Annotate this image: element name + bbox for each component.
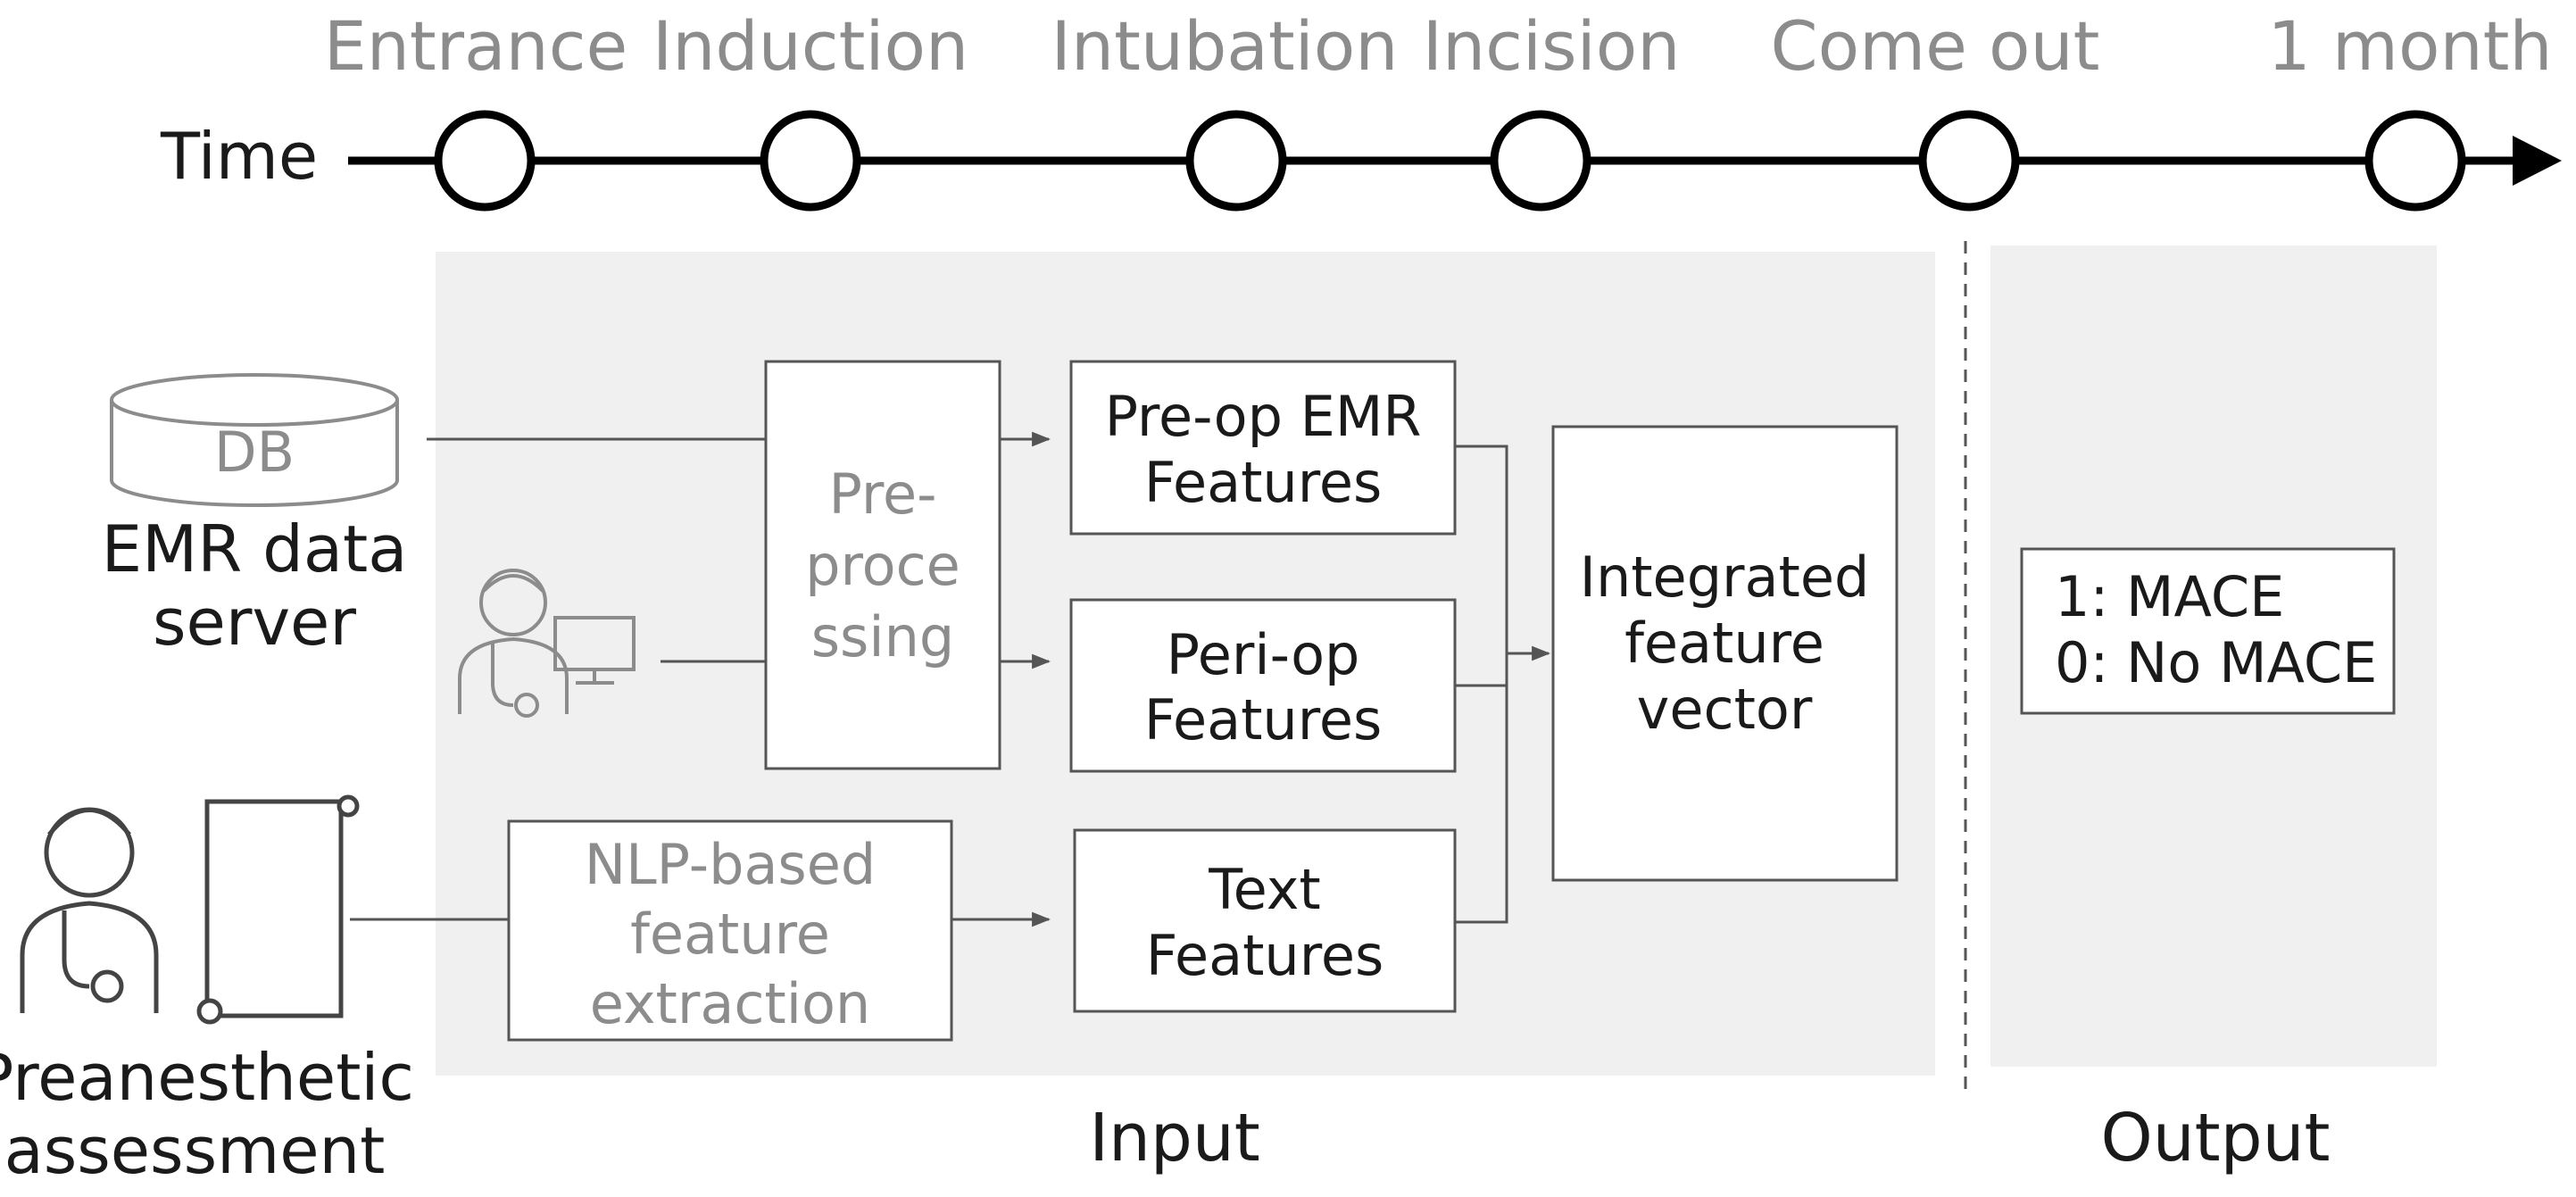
preprocessing-label-line2: proce [805,533,960,598]
periop-label-line1: Peri-op [1167,622,1360,687]
text-features-label-line2: Features [1146,923,1384,988]
integrated-label-line3: vector [1637,677,1813,742]
stage-label: Induction [652,6,968,86]
output-line1: 1: MACE [2055,564,2284,629]
nlp-label-line3: extraction [590,971,870,1036]
time-label: Time [160,119,318,194]
timeline-stage-induction: Induction [652,6,968,212]
text-features-label-line1: Text [1208,857,1320,922]
timeline: Time Entrance Induction Intubation Incis… [160,6,2562,212]
stage-label: Intubation [1051,6,1399,86]
preprocessing-box: Pre- proce ssing [764,360,1001,770]
preanesthetic-assessment: Preanesthetic assessment [0,794,414,1188]
emr-data-server: DB EMR data server [102,373,408,660]
nlp-extraction-box: NLP-based feature extraction [507,819,953,1042]
timeline-stage-1-month: 1 month [2267,6,2553,212]
stage-marker [760,110,861,212]
integrated-label-line2: feature [1625,611,1824,676]
integrated-feature-vector-box: Integrated feature vector [1551,425,1899,882]
doctor-computer-icon [458,569,636,718]
timeline-stage-entrance: Entrance [324,6,628,212]
input-section-label: Input [1089,1100,1260,1176]
database-icon [110,373,399,507]
emr-server-label-line1: EMR data [102,511,408,586]
text-features-box: Text Features [1073,828,1457,1013]
preop-features-box: Pre-op EMR Features [1069,360,1457,536]
document-scroll-icon [196,794,360,1025]
periop-features-box: Peri-op Features [1069,598,1457,773]
stage-marker [1490,110,1591,212]
preop-label-line1: Pre-op EMR [1105,384,1422,449]
timeline-stage-intubation: Intubation [1051,6,1399,212]
stage-marker [1918,110,2020,212]
stage-marker [1185,110,1287,212]
doctor-icon [20,807,159,1013]
stage-label: Incision [1423,6,1681,86]
stage-marker [434,110,536,212]
connectors [350,431,1551,927]
nlp-label-line1: NLP-based [585,832,876,897]
stage-label: Come out [1771,6,2100,86]
output-section-label: Output [2100,1100,2330,1176]
output-box: 1: MACE 0: No MACE [2020,547,2396,715]
preanesthetic-label-line2: assessment [4,1113,386,1188]
periop-label-line2: Features [1144,687,1383,752]
stage-label: Entrance [324,6,628,86]
output-line2: 0: No MACE [2055,630,2377,695]
preop-label-line2: Features [1144,450,1383,515]
timeline-stage-come-out: Come out [1771,6,2100,212]
integrated-label-line1: Integrated [1580,544,1870,610]
preprocessing-label-line3: ssing [811,604,954,669]
preanesthetic-label-line1: Preanesthetic [0,1040,414,1115]
text-to-merge-line [1455,653,1508,924]
db-label: DB [214,420,295,485]
preop-to-merge-line [1455,445,1508,653]
time-axis-arrowhead [2513,136,2562,186]
emr-server-label-line2: server [153,585,356,660]
nlp-label-line2: feature [630,902,830,967]
stage-label: 1 month [2267,6,2552,86]
stage-marker [2364,110,2466,212]
timeline-stage-incision: Incision [1423,6,1681,212]
preprocessing-label-line1: Pre- [829,461,937,527]
